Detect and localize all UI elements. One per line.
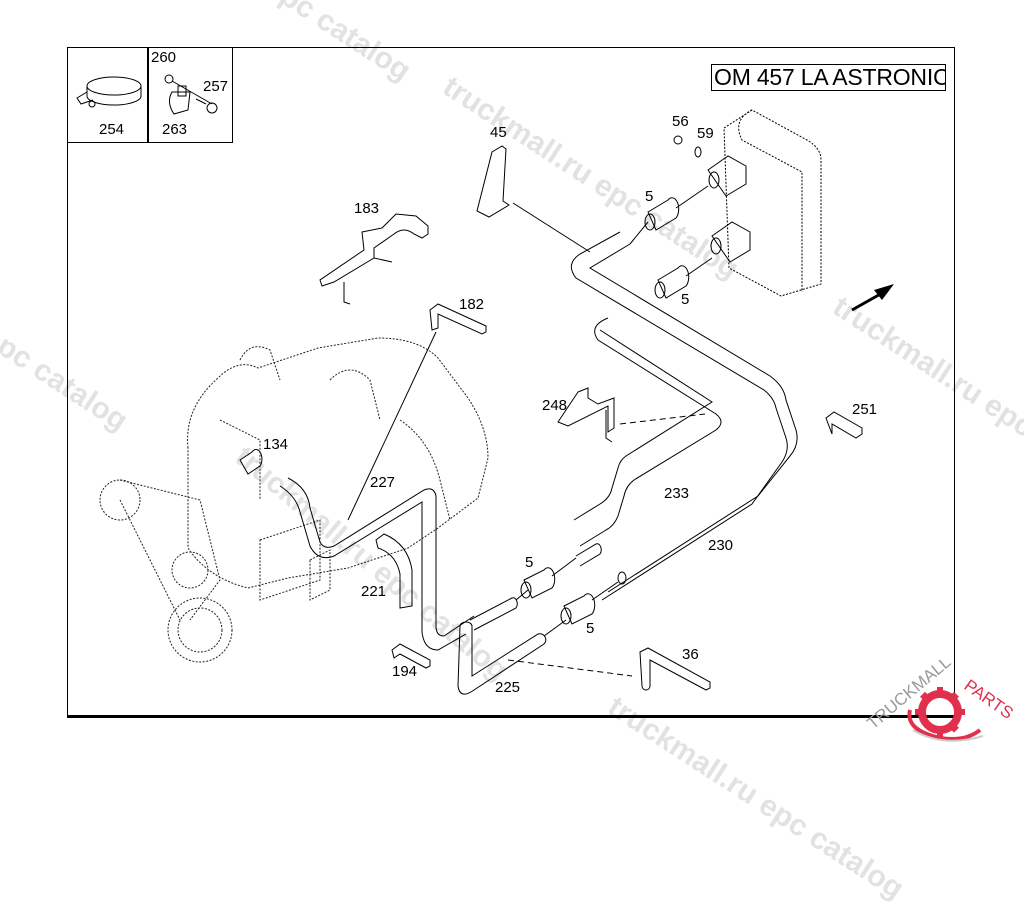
pipe-225-icon [457, 589, 633, 695]
inset-box [67, 47, 233, 143]
bracket-248-icon [557, 387, 706, 443]
bracket-36-icon [639, 647, 711, 691]
oil-cooler-icon [723, 109, 822, 297]
logo-graphic: TRUCKMALL PARTS [863, 652, 1017, 742]
bracket-182-icon [347, 303, 487, 521]
line-art [76, 74, 894, 695]
engine-block-icon [99, 337, 489, 663]
pipe-233-icon [573, 317, 722, 547]
truckmall-parts-logo: TRUCKMALL PARTS [855, 652, 1024, 750]
logo-text-parts: PARTS [961, 676, 1017, 723]
callout-251: 251 [852, 401, 878, 418]
callout-5-top: 5 [645, 188, 654, 205]
sleeve-5-lower-a-icon [520, 543, 602, 599]
sleeve-5-lower-b-icon [560, 571, 627, 625]
inset-label-263: 263 [162, 121, 188, 138]
direction-arrow-icon [851, 284, 894, 312]
callout-45: 45 [490, 124, 507, 141]
inset-divider [147, 47, 149, 143]
sleeve-5-mid-icon [654, 257, 713, 299]
callout-59: 59 [697, 125, 714, 142]
hose-clamp-icon [76, 76, 142, 108]
drawing-frame [67, 47, 955, 718]
bracket-251-icon [825, 411, 863, 439]
fitting-upper-icon [673, 135, 751, 263]
gear-icon [907, 687, 984, 742]
callout-227: 227 [370, 474, 396, 491]
engine-model-title: OM 457 LA ASTRONIC [711, 64, 946, 91]
callout-230: 230 [708, 537, 734, 554]
inset-label-257: 257 [203, 78, 229, 95]
hose-221-icon [375, 533, 413, 609]
callout-5-lower-a: 5 [525, 554, 534, 571]
bracket-194-icon [391, 643, 431, 669]
callout-134: 134 [263, 436, 289, 453]
callout-183: 183 [354, 200, 380, 217]
callout-182: 182 [459, 296, 485, 313]
pipe-227-icon [279, 477, 475, 651]
bracket-45-icon [476, 145, 591, 253]
callout-5-mid: 5 [681, 291, 690, 308]
sleeve-5-upper-icon [644, 185, 709, 231]
bracket-clip-icon [164, 74, 218, 115]
pipe-230-icon [570, 221, 798, 601]
inset-label-260: 260 [151, 49, 177, 66]
bracket-183-icon [319, 213, 429, 305]
callout-233: 233 [664, 485, 690, 502]
inset-label-254: 254 [99, 121, 125, 138]
callout-248: 248 [542, 397, 568, 414]
callout-5-lower-b: 5 [586, 620, 595, 637]
callout-194: 194 [392, 663, 418, 680]
callout-36: 36 [682, 646, 699, 663]
hose-134-icon [239, 449, 263, 475]
callout-225: 225 [495, 679, 521, 696]
callout-56: 56 [672, 113, 689, 130]
callout-221: 221 [361, 583, 387, 600]
